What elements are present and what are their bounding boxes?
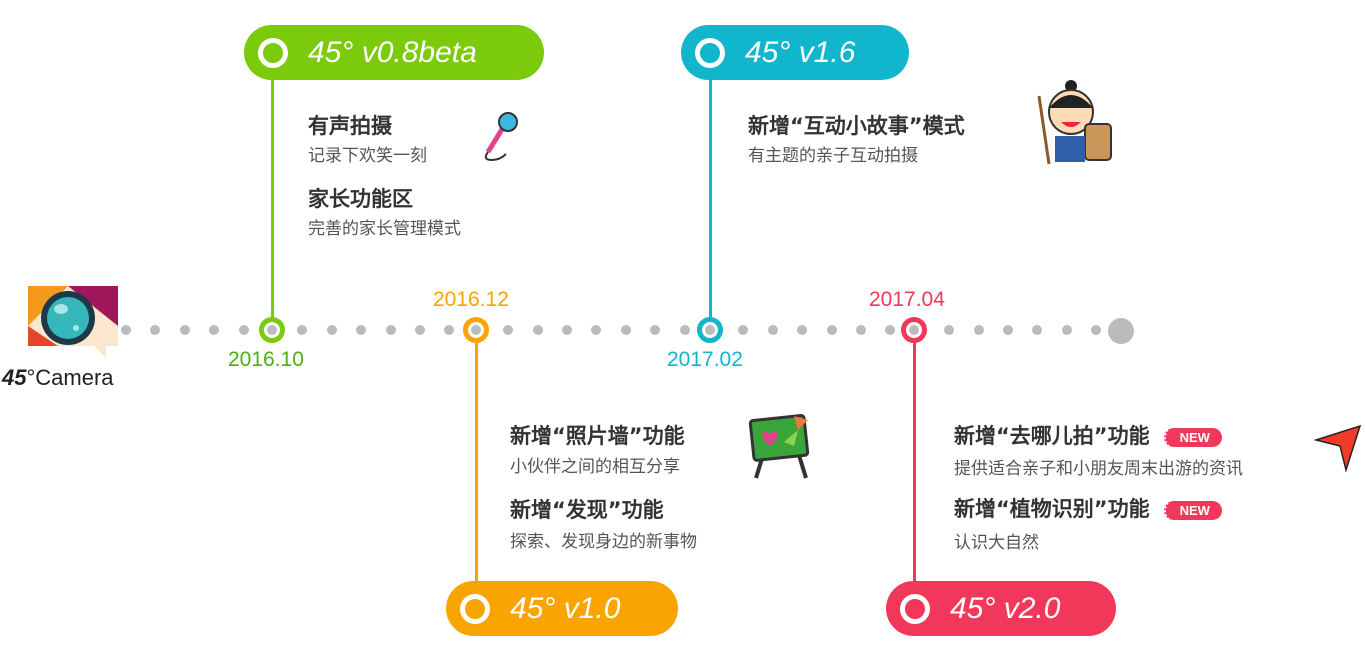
timeline-dot	[1091, 325, 1102, 335]
timeline-dot	[767, 325, 778, 335]
node-2017-04[interactable]	[901, 317, 927, 343]
version-pill-v10[interactable]: 45° v1.0	[446, 581, 678, 636]
timeline-end-dot	[1108, 318, 1134, 344]
version-pill-v20[interactable]: 45° v2.0	[886, 581, 1116, 636]
timeline-dot	[650, 325, 661, 335]
timeline-dot	[238, 325, 249, 335]
timeline-dot	[150, 325, 161, 335]
timeline-dot	[444, 325, 455, 335]
cartoon-warrior-icon	[1025, 76, 1115, 170]
logo-text: °Camera	[26, 365, 114, 390]
timeline-dot	[562, 325, 572, 335]
app-name: 45°Camera	[2, 365, 114, 391]
timeline-dot	[944, 325, 955, 335]
ring-icon	[900, 594, 930, 624]
feature-title-text: 新增“去哪儿拍”功能	[954, 424, 1150, 448]
feature-title: 新增“发现”功能	[510, 498, 664, 522]
ring-icon	[695, 38, 725, 68]
feature-desc: 记录下欢笑一刻	[308, 146, 427, 166]
connector-v10	[475, 340, 478, 583]
location-arrow-icon	[1313, 424, 1362, 476]
version-pill-v08[interactable]: 45° v0.8beta	[244, 25, 544, 80]
feature-desc: 完善的家长管理模式	[308, 219, 461, 239]
timeline-dot	[532, 325, 543, 335]
timeline-dot	[738, 325, 749, 335]
date-2016-12: 2016.12	[433, 288, 509, 311]
feature-title: 新增“照片墙”功能	[510, 424, 685, 448]
node-2017-02[interactable]	[697, 317, 723, 343]
timeline-dot	[385, 325, 396, 335]
timeline-dot	[620, 325, 631, 335]
version-label: 45° v1.0	[510, 591, 621, 625]
feature-desc: 提供适合亲子和小朋友周末出游的资讯	[954, 459, 1243, 479]
connector-v16	[709, 78, 712, 322]
app-logo	[28, 286, 118, 358]
timeline-dot	[121, 325, 131, 335]
timeline-dot	[826, 325, 837, 335]
feature-title: 有声拍摄	[308, 114, 392, 138]
feature-desc: 有主题的亲子互动拍摄	[748, 146, 918, 166]
date-2016-10: 2016.10	[228, 348, 304, 371]
version-label: 45° v1.6	[745, 35, 856, 69]
timeline-dot	[591, 325, 602, 335]
version-pill-v16[interactable]: 45° v1.6	[681, 25, 909, 80]
timeline-dot	[356, 325, 367, 335]
timeline-dot	[885, 325, 896, 335]
feature-title: 新增“去哪儿拍”功能 NEW	[954, 420, 1222, 450]
easel-icon	[748, 412, 814, 484]
timeline-dot	[297, 325, 308, 335]
feature-desc: 小伙伴之间的相互分享	[510, 457, 680, 477]
feature-title-text: 新增“植物识别”功能	[954, 497, 1150, 521]
ring-icon	[460, 594, 490, 624]
date-2017-04: 2017.04	[869, 288, 945, 311]
feature-desc: 探索、发现身边的新事物	[510, 532, 697, 552]
ring-icon	[258, 38, 288, 68]
connector-v08	[271, 78, 274, 322]
feature-title: 家长功能区	[308, 187, 413, 211]
timeline-dot	[1061, 325, 1072, 335]
timeline-dot	[1032, 325, 1043, 335]
node-2016-12[interactable]	[463, 317, 489, 343]
timeline-dot	[856, 325, 866, 335]
microphone-icon	[478, 110, 518, 166]
node-2016-10[interactable]	[259, 317, 285, 343]
version-label: 45° v2.0	[950, 591, 1061, 625]
timeline-dot	[1003, 325, 1013, 335]
timeline-dot	[973, 325, 984, 335]
feature-title: 新增“互动小故事”模式	[748, 114, 965, 138]
connector-v20	[913, 340, 916, 583]
timeline-dot	[503, 325, 514, 335]
timeline-dot	[415, 325, 425, 335]
feature-desc: 认识大自然	[954, 533, 1039, 553]
new-badge: NEW	[1163, 427, 1222, 447]
feature-title: 新增“植物识别”功能 NEW	[954, 493, 1222, 523]
timeline-dot	[209, 325, 220, 335]
new-badge: NEW	[1163, 500, 1222, 520]
timeline-dot	[326, 325, 337, 335]
version-label: 45° v0.8beta	[308, 35, 477, 69]
timeline-dot	[797, 325, 808, 335]
date-2017-02: 2017.02	[667, 348, 743, 371]
timeline-dot	[179, 325, 190, 335]
timeline-dot	[679, 325, 690, 335]
logo-number: 45	[2, 365, 27, 390]
